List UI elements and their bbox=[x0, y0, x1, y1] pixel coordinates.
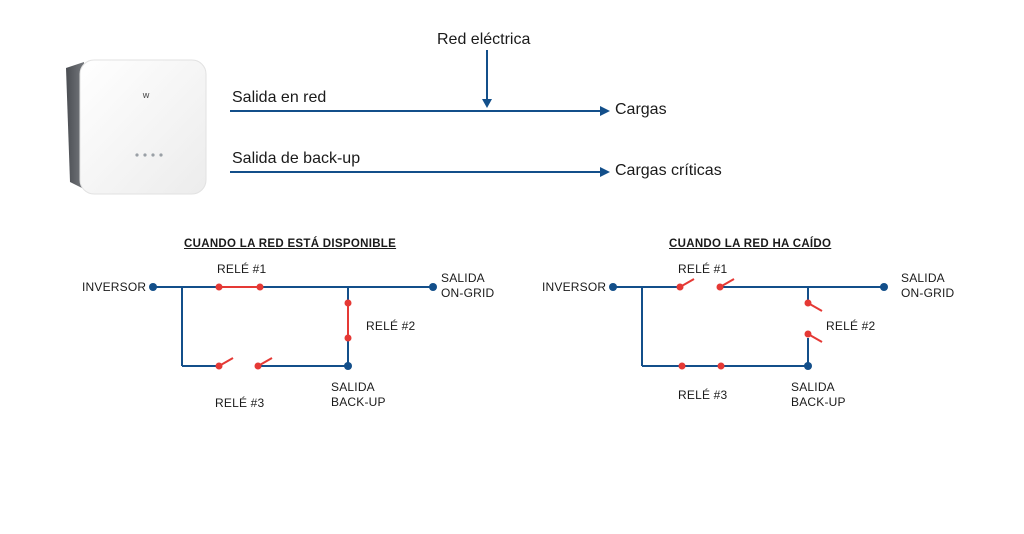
left-ongrid-line1: SALIDA bbox=[441, 271, 485, 285]
right-terminal-backup bbox=[804, 362, 812, 370]
left-relay1-node-c bbox=[256, 283, 264, 291]
left-relay2-node-a bbox=[344, 299, 352, 307]
right-relay1-open bbox=[676, 278, 735, 291]
output-backup-label: Salida de back-up bbox=[232, 150, 361, 167]
left-relay2-label: RELÉ #2 bbox=[366, 319, 416, 333]
right-relay2-label: RELÉ #2 bbox=[826, 319, 876, 333]
led-3 bbox=[151, 153, 155, 157]
right-title: CUANDO LA RED HA CAÍDO bbox=[669, 238, 832, 250]
right-relay2-node-b bbox=[804, 330, 812, 338]
led-1 bbox=[135, 153, 139, 157]
right-ongrid-line1: SALIDA bbox=[901, 271, 945, 285]
left-relay3-open bbox=[215, 357, 273, 370]
inverter-led-indicators bbox=[135, 153, 163, 157]
right-relay3-node-b bbox=[717, 362, 725, 370]
left-relay2-node-b bbox=[344, 334, 352, 342]
grid-feed-arrowhead bbox=[482, 99, 492, 108]
led-2 bbox=[143, 153, 147, 157]
right-circuit bbox=[609, 278, 888, 370]
right-backup-line1: SALIDA bbox=[791, 380, 835, 394]
left-terminals bbox=[149, 283, 437, 370]
left-relay3-node-a bbox=[215, 362, 223, 370]
left-backup-label: SALIDA BACK-UP bbox=[331, 380, 386, 410]
right-relay2-node-a bbox=[804, 299, 812, 307]
left-terminal-backup bbox=[344, 362, 352, 370]
right-terminal-ongrid bbox=[880, 283, 888, 291]
left-terminal-inverter bbox=[149, 283, 157, 291]
right-relay1-node-b bbox=[716, 283, 724, 291]
left-circuit bbox=[149, 283, 437, 370]
right-terminals bbox=[609, 283, 888, 370]
right-relay3-label: RELÉ #3 bbox=[678, 388, 728, 402]
left-relay1-node-a bbox=[215, 283, 223, 291]
left-backup-line1: SALIDA bbox=[331, 380, 375, 394]
left-relay3-node-b bbox=[254, 362, 262, 370]
left-relay2-closed bbox=[344, 299, 352, 342]
top-flow bbox=[230, 50, 610, 177]
inverter-front-panel bbox=[79, 59, 207, 195]
right-ongrid-line2: ON-GRID bbox=[901, 286, 955, 300]
grid-output-arrowhead bbox=[600, 106, 610, 116]
right-relay2-open bbox=[804, 299, 823, 343]
right-relay3-closed bbox=[678, 362, 725, 370]
left-inverter-label: INVERSOR bbox=[82, 280, 147, 294]
left-relay1-label: RELÉ #1 bbox=[217, 262, 267, 276]
left-relay1-closed bbox=[215, 283, 264, 291]
right-backup-label: SALIDA BACK-UP bbox=[791, 380, 846, 410]
right-wires bbox=[613, 286, 884, 367]
right-relay1-node-a bbox=[676, 283, 684, 291]
right-terminal-inverter bbox=[609, 283, 617, 291]
inverter-device-icon: w bbox=[66, 59, 207, 195]
inverter-logo-mark: w bbox=[142, 91, 149, 101]
right-inverter-label: INVERSOR bbox=[542, 280, 607, 294]
left-terminal-ongrid bbox=[429, 283, 437, 291]
left-title: CUANDO LA RED ESTÁ DISPONIBLE bbox=[184, 238, 397, 250]
grid-label: Red eléctrica bbox=[437, 31, 531, 48]
backup-output-arrowhead bbox=[600, 167, 610, 177]
critical-loads-label: Cargas críticas bbox=[615, 162, 722, 179]
left-ongrid-line2: ON-GRID bbox=[441, 286, 495, 300]
left-ongrid-label: SALIDA ON-GRID bbox=[441, 271, 494, 301]
right-ongrid-label: SALIDA ON-GRID bbox=[901, 271, 954, 301]
right-backup-line2: BACK-UP bbox=[791, 395, 846, 409]
left-relay3-label: RELÉ #3 bbox=[215, 396, 265, 410]
left-backup-line2: BACK-UP bbox=[331, 395, 386, 409]
right-relay3-node-a bbox=[678, 362, 686, 370]
led-4 bbox=[159, 153, 163, 157]
loads-label: Cargas bbox=[615, 101, 667, 118]
output-grid-label: Salida en red bbox=[232, 89, 327, 106]
right-relay1-label: RELÉ #1 bbox=[678, 262, 728, 276]
